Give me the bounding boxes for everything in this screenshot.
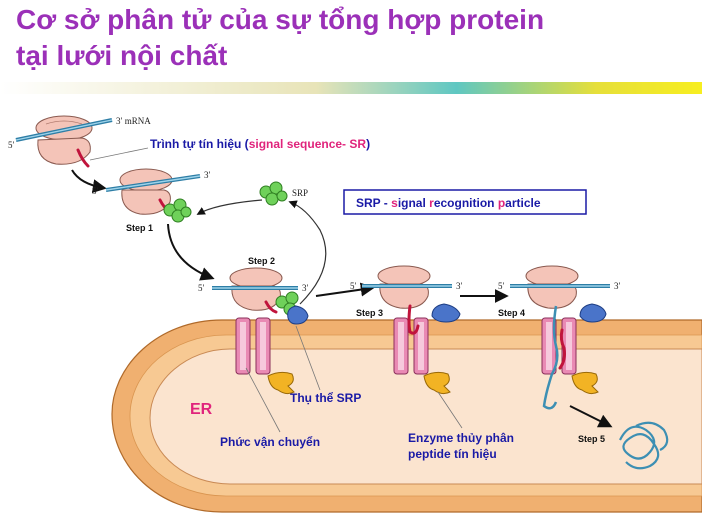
srp-definition-box bbox=[343, 189, 587, 215]
free-srp bbox=[259, 181, 288, 206]
translocon-2 bbox=[393, 317, 429, 375]
translocon-1 bbox=[235, 317, 271, 375]
srp-receptor-step2 bbox=[287, 305, 309, 325]
signal-peptide-2 bbox=[264, 300, 278, 314]
arrow-0-1 bbox=[71, 169, 107, 194]
peptidase-pointer bbox=[437, 391, 463, 429]
mrna-strand-1 bbox=[105, 174, 201, 192]
srp-receptor-step4 bbox=[579, 303, 607, 323]
five-prime-1: 5′ bbox=[92, 186, 99, 196]
signal-peptide-3 bbox=[407, 304, 420, 335]
srp-free-label: SRP bbox=[292, 188, 308, 198]
three-prime-1: 3′ bbox=[204, 170, 211, 180]
srp-receptor-step3 bbox=[431, 303, 461, 323]
translocon-pointer bbox=[245, 367, 281, 433]
arrow-2-3 bbox=[315, 282, 375, 297]
free-ribosome bbox=[35, 115, 93, 165]
growing-polypeptide bbox=[542, 305, 559, 410]
step-3-label: Step 3 bbox=[356, 308, 383, 318]
translocon-label: Phức vận chuyển bbox=[220, 435, 320, 449]
signal-sequence-pointer bbox=[89, 147, 149, 161]
srp-receptor-pointer bbox=[295, 325, 321, 391]
arrow-1-2 bbox=[167, 223, 215, 281]
title-line-2: tại lưới nội chất bbox=[16, 40, 228, 71]
signal-peptide-0 bbox=[76, 148, 90, 168]
mrna-label: 3′ mRNA bbox=[116, 116, 151, 126]
peptidase-2 bbox=[423, 371, 451, 395]
title-line-1: Cơ sở phân tử của sự tổng hợp protein bbox=[16, 4, 545, 35]
srp-recycle-arc bbox=[196, 199, 263, 215]
three-prime-4: 3′ bbox=[614, 281, 621, 291]
srp-release-arc bbox=[288, 200, 327, 305]
srp-bound-step1 bbox=[163, 198, 192, 223]
step-5-label: Step 5 bbox=[578, 434, 605, 444]
step-1-label: Step 1 bbox=[126, 223, 153, 233]
step-4-label: Step 4 bbox=[498, 308, 525, 318]
mrna-strand-0 bbox=[15, 118, 113, 142]
srp-receptor-label: Thụ thể SRP bbox=[290, 391, 361, 405]
signal-sequence-label: Trình tự tín hiệu (signal sequence- SR) bbox=[150, 137, 370, 151]
peptidase-label-2: peptide tín hiệu bbox=[408, 447, 497, 461]
peptidase-1 bbox=[267, 371, 295, 395]
srp-definition-text: SRP - signal recognition particle bbox=[356, 196, 541, 210]
peptidase-label-1: Enzyme thủy phân bbox=[408, 431, 514, 445]
er-label: ER bbox=[190, 401, 213, 418]
three-prime-3: 3′ bbox=[456, 281, 463, 291]
folded-protein bbox=[619, 421, 669, 470]
five-prime-2: 5′ bbox=[198, 283, 205, 293]
five-prime-0: 5′ bbox=[8, 140, 15, 150]
five-prime-4: 5′ bbox=[498, 281, 505, 291]
page-title: Cơ sở phân tử của sự tổng hợp protein tạ… bbox=[16, 2, 544, 74]
title-underline-bar bbox=[0, 82, 702, 94]
three-prime-2: 3′ bbox=[302, 283, 309, 293]
cleaved-signal-peptide bbox=[558, 328, 566, 370]
peptidase-3 bbox=[571, 371, 599, 395]
arrow-4-5 bbox=[569, 405, 613, 428]
step-2-label: Step 2 bbox=[248, 256, 275, 266]
ribosome-step4 bbox=[525, 265, 579, 309]
five-prime-3: 5′ bbox=[350, 281, 357, 291]
